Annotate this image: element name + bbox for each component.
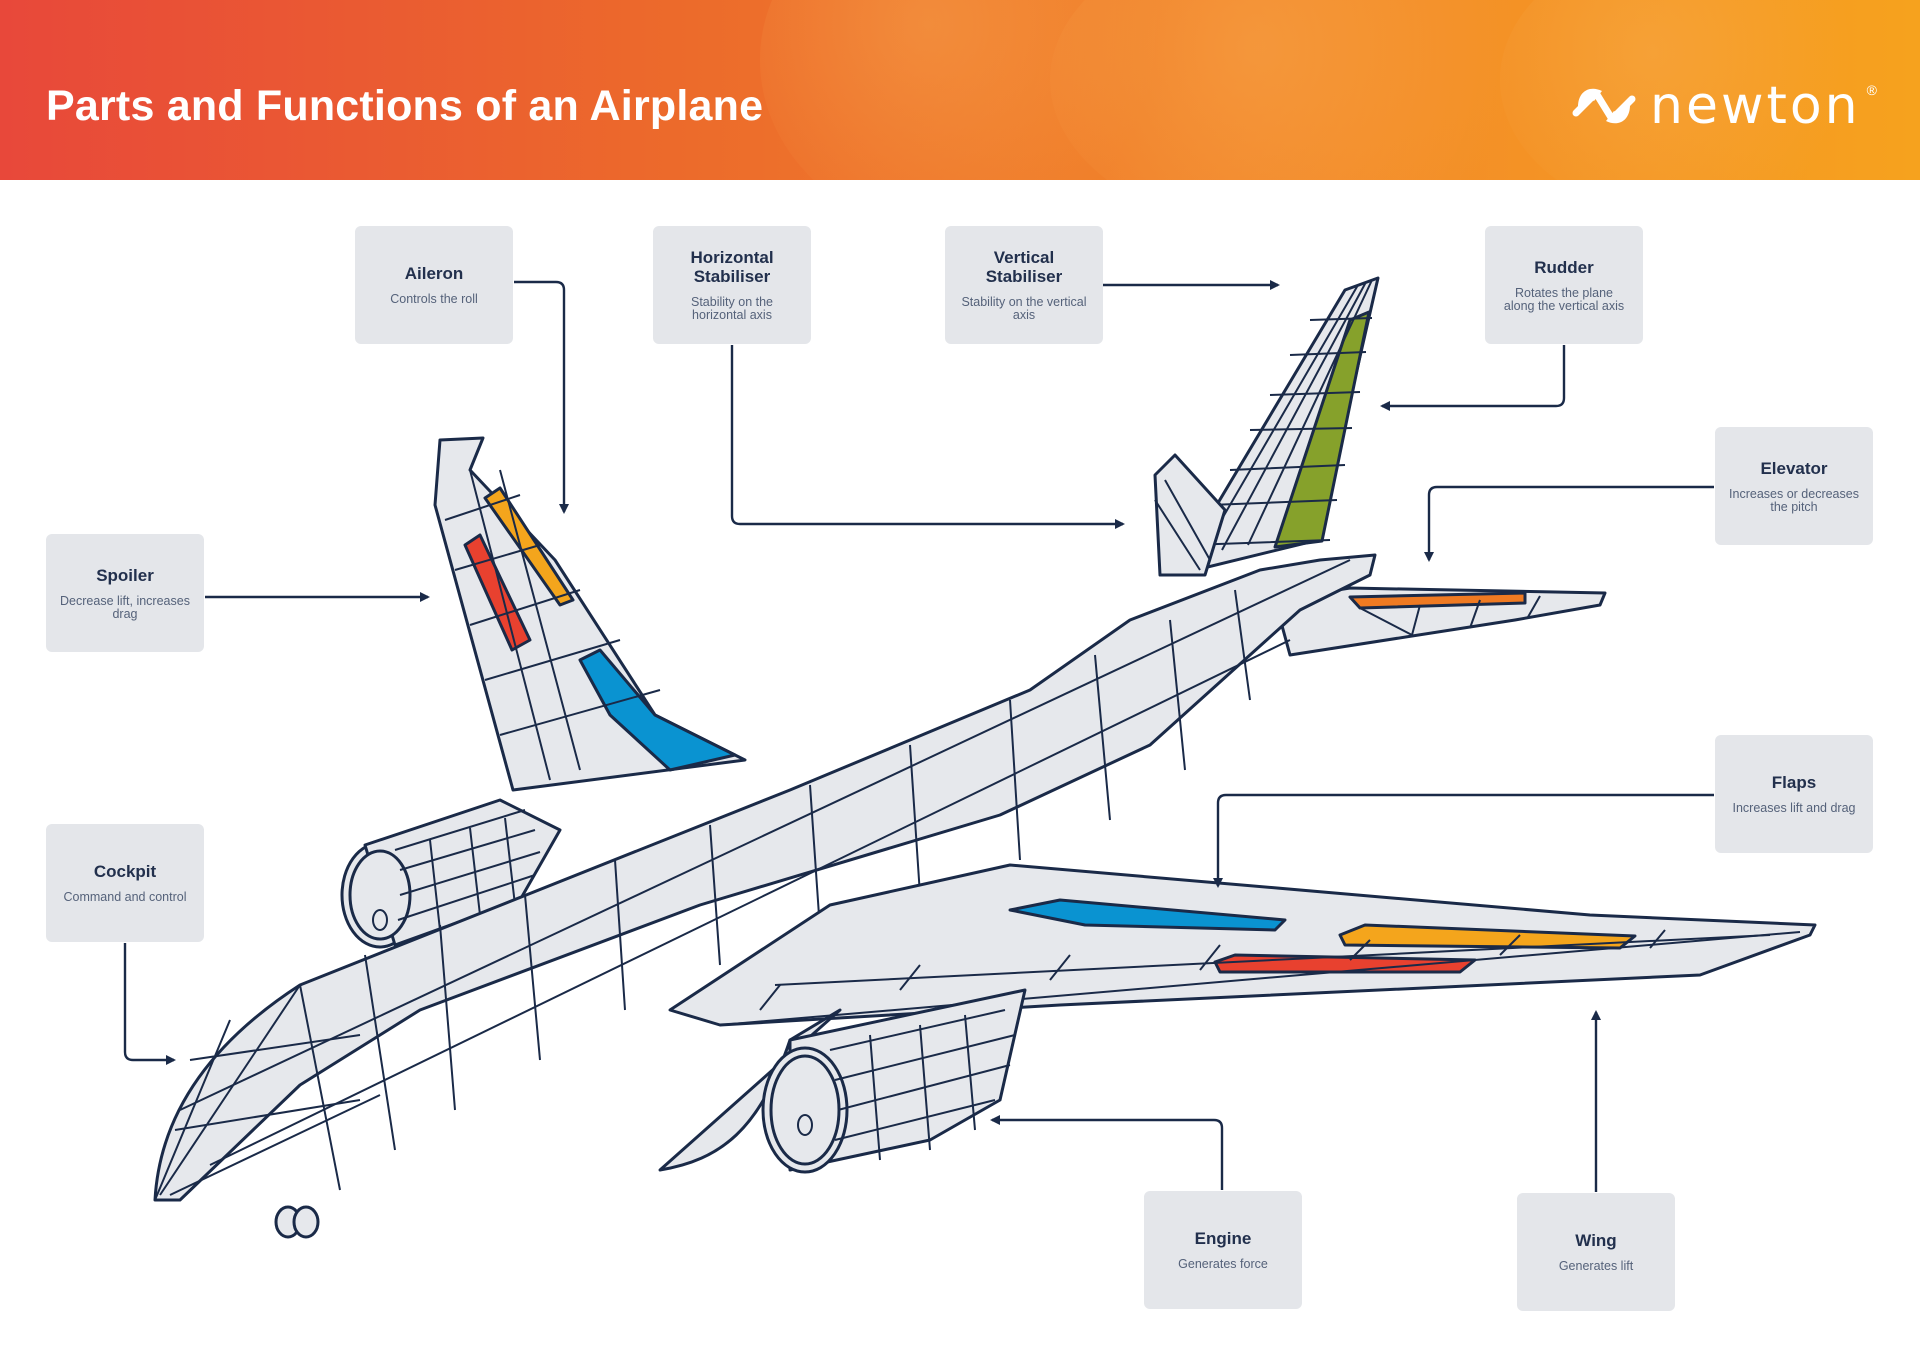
callout-aileron: Aileron Controls the roll — [355, 226, 513, 344]
brand-logo[interactable]: newton ® — [1572, 78, 1877, 134]
flaps-connector — [1213, 793, 1714, 888]
callout-description: Decrease lift, increases drag — [60, 593, 190, 621]
left-flap-surface — [578, 648, 737, 772]
newton-logo-icon — [1572, 88, 1636, 124]
callout-elevator: Elevator Increases or decreases the pitc… — [1715, 427, 1873, 545]
callout-engine: Engine Generates force — [1144, 1191, 1302, 1309]
callout-cockpit: Cockpit Command and control — [46, 824, 204, 942]
right-wing — [668, 863, 1817, 1027]
callout-connectors — [123, 280, 1714, 1192]
elevator-connector — [1424, 485, 1714, 562]
aileron-connector — [514, 280, 569, 514]
callout-wing: Wing Generates lift — [1517, 1193, 1675, 1311]
header-banner — [0, 0, 1920, 180]
callout-flaps: Flaps Increases lift and drag — [1715, 735, 1873, 853]
fuselage — [153, 553, 1377, 1202]
cockpit-connector — [123, 943, 176, 1065]
spoiler-surface — [463, 533, 532, 652]
callout-title: Cockpit — [93, 862, 157, 881]
page-title: Parts and Functions of an Airplane — [46, 82, 764, 130]
right-flap-surface — [1008, 898, 1287, 932]
callout-spoiler: Spoiler Decrease lift, increases drag — [46, 534, 204, 652]
elevator-surface — [1348, 591, 1527, 610]
decorative-swirl — [1050, 0, 1570, 180]
horizontal-stabiliser-connector — [730, 345, 1125, 529]
airplane-illustration — [153, 276, 1817, 1239]
callout-title: Engine — [1194, 1229, 1252, 1248]
callout-horizontal-stabiliser: Horizontal Stabiliser Stability on the h… — [653, 226, 811, 344]
callout-description: Controls the roll — [390, 292, 478, 306]
callout-description: Increases or decreases the pitch — [1729, 486, 1859, 514]
decorative-swirl — [760, 0, 1180, 180]
callout-title: Horizontal Stabiliser — [690, 248, 774, 286]
decorative-swirl — [1500, 0, 1880, 180]
callout-title: Flaps — [1771, 773, 1817, 792]
engine-connector — [990, 1115, 1224, 1190]
left-horizontal-stabiliser — [1153, 453, 1227, 577]
nose-landing-gear — [274, 1205, 320, 1239]
brand-name: newton — [1650, 76, 1861, 136]
callout-description: Command and control — [63, 890, 187, 904]
aileron-surface — [483, 486, 575, 607]
callout-title: Aileron — [404, 264, 464, 283]
callout-title: Elevator — [1760, 458, 1828, 478]
callout-description: Stability on the horizontal axis — [691, 295, 773, 322]
callout-title: Vertical Stabiliser — [985, 248, 1063, 286]
callout-description: Generates force — [1178, 1257, 1268, 1271]
rudder-connector — [1380, 345, 1566, 411]
registered-mark: ® — [1866, 82, 1877, 98]
callout-vertical-stabiliser: Vertical Stabiliser Stability on the ver… — [945, 226, 1103, 344]
callout-description: Stability on the vertical axis — [961, 295, 1087, 322]
callout-title: Rudder — [1534, 257, 1594, 277]
callout-description: Generates lift — [1558, 1259, 1634, 1273]
callout-title: Spoiler — [96, 565, 154, 585]
callout-title: Wing — [1575, 1231, 1617, 1250]
callout-description: Increases lift and drag — [1732, 801, 1856, 815]
callout-description: Rotates the plane along the vertical axi… — [1503, 285, 1625, 313]
callout-rudder: Rudder Rotates the plane along the verti… — [1485, 226, 1643, 344]
